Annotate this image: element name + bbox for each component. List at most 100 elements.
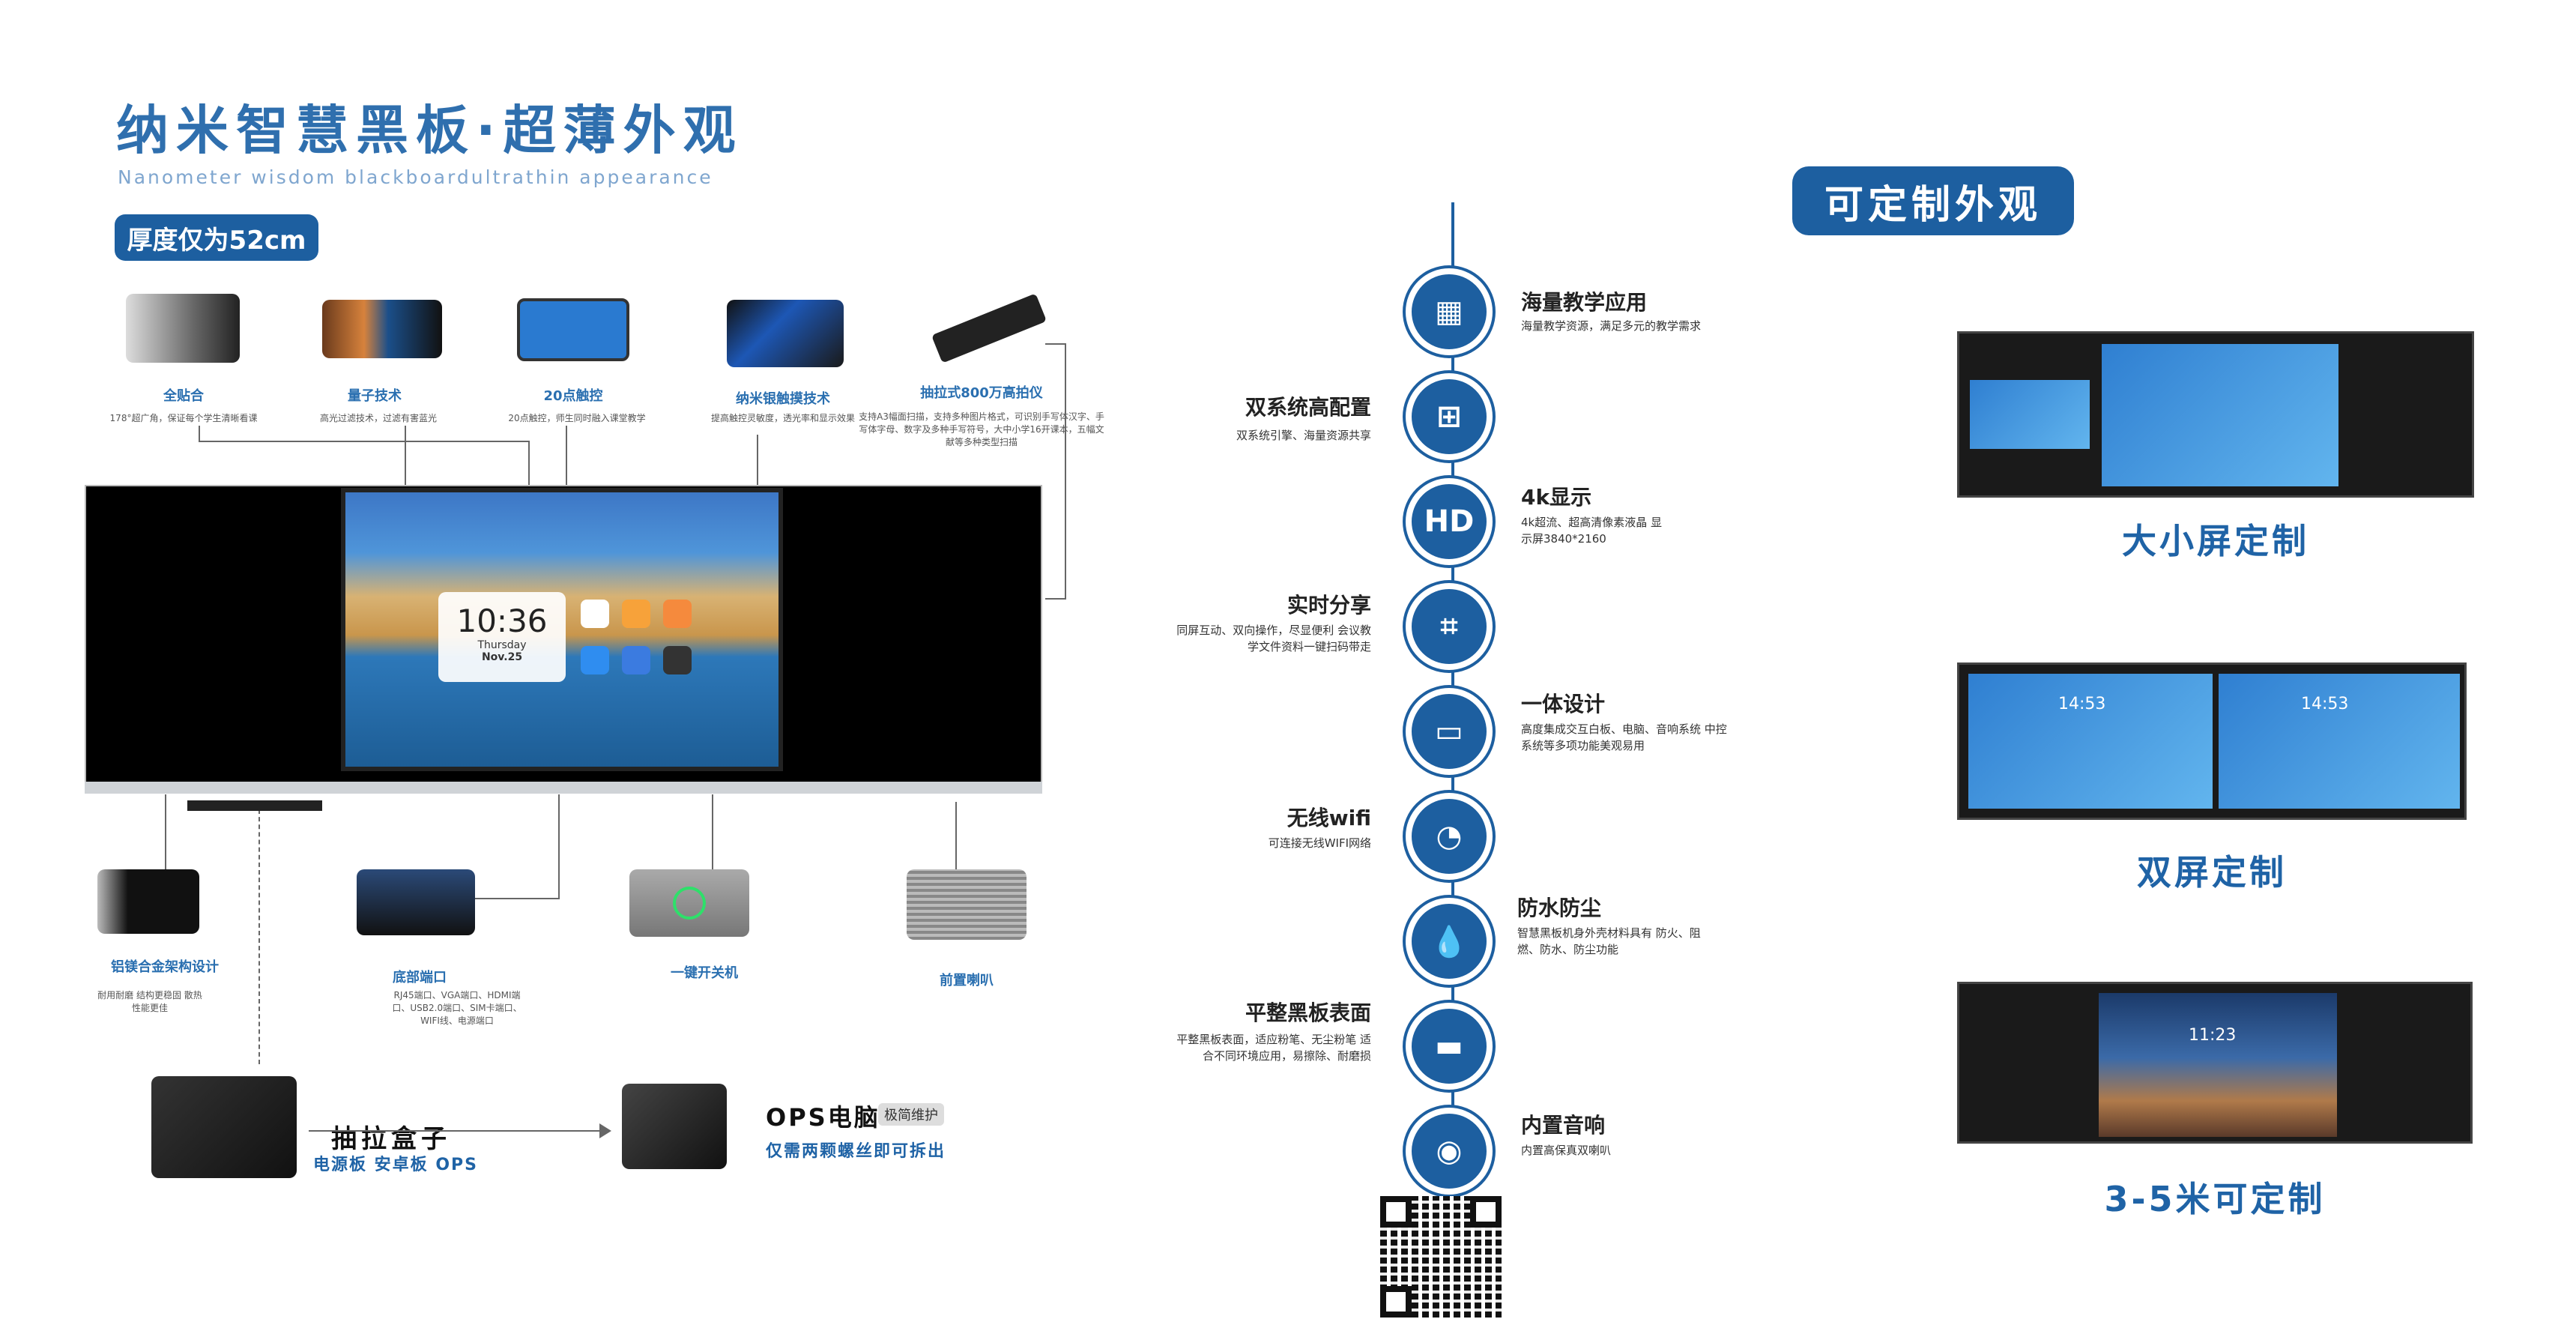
center-feature-title: 实时分享: [1287, 593, 1371, 618]
center-feature-title: 无线wifi: [1287, 806, 1371, 830]
app-tile[interactable]: [622, 600, 650, 628]
dual-os-icon: ⊞: [1406, 373, 1493, 460]
touch-20-image: [517, 298, 629, 361]
center-feature-title: 海量教学应用: [1521, 290, 1648, 315]
apps-icon: ▦: [1406, 268, 1493, 355]
camera-arm-image: [931, 293, 1047, 363]
ops-title: OPS电脑: [766, 1103, 880, 1132]
app-tile[interactable]: [663, 600, 692, 628]
bottom-feature-label: 铝镁合金架构设计: [111, 959, 219, 975]
center-screen: 11:23: [2099, 993, 2337, 1137]
page-title: 纳米智慧黑板·超薄外观: [116, 100, 743, 161]
arrow-icon: [599, 1123, 611, 1138]
full-lamination-image: [126, 294, 240, 363]
bottom-feature-desc: RJ45端口、VGA端口、HDMI端口、USB2.0端口、SIM卡端口、WIFI…: [392, 990, 522, 1026]
bottom-feature-label: 前置喇叭: [940, 973, 994, 989]
hd-icon: HD: [1406, 478, 1493, 565]
nano-silver-image: [727, 300, 844, 367]
top-feature-desc: 提高触控灵敏度，透光率和显示效果: [710, 413, 855, 423]
connector-line: [258, 809, 261, 1064]
connector-line: [461, 898, 560, 899]
quantum-tech-image: [322, 300, 442, 358]
qr-code[interactable]: [1380, 1196, 1502, 1318]
connector-line: [309, 1130, 601, 1132]
center-feature-desc: 高度集成交互白板、电脑、音响系统 中控系统等多项功能美观易用: [1521, 722, 1727, 752]
bottom-feature-label: 一键开关机: [671, 965, 738, 981]
screen-time: 14:53: [2301, 695, 2349, 713]
app-tile[interactable]: [663, 646, 692, 674]
center-feature-desc: 智慧黑板机身外壳材料具有 防火、阻燃、防水、防尘功能: [1517, 926, 1701, 956]
ops-tag: 极简维护: [878, 1103, 944, 1126]
bottom-feature-desc: 耐用耐磨 结构更稳固 散热性能更佳: [97, 990, 202, 1013]
surface-icon: ▬: [1406, 1003, 1493, 1090]
thickness-badge: 厚度仅为52cm: [115, 214, 318, 261]
qr-finder: [1380, 1286, 1412, 1318]
center-feature-desc: 海量教学资源，满足多元的教学需求: [1521, 319, 1702, 333]
ops-computer-image: [622, 1084, 727, 1169]
clock-date: Nov.25: [481, 651, 523, 663]
connector-line: [1045, 598, 1066, 600]
clock-widget: 10:36 Thursday Nov.25: [438, 592, 566, 682]
drawer-desc: 电源板 安卓板 OPS: [313, 1156, 478, 1174]
clock-day: Thursday: [477, 639, 527, 651]
board-icon: ▭: [1406, 688, 1493, 775]
connector-line: [199, 441, 528, 442]
center-feature-desc: 可连接无线WIFI网络: [1268, 836, 1371, 850]
drawer-title: 抽拉盒子: [331, 1124, 451, 1154]
custom-badge: 可定制外观: [1792, 166, 2074, 235]
top-feature-label: 抽拉式800万高拍仪: [920, 385, 1043, 401]
small-screen: [1970, 380, 2090, 449]
top-feature-desc: 20点触控，师生同时融入课堂教学: [508, 413, 646, 423]
connector-line: [165, 794, 166, 869]
top-feature-desc: 支持A3幅面扫描，支持多种图片格式，可识别手写体汉字、手写体字母、数字及多种手写…: [859, 411, 1104, 447]
center-feature-title: 内置音响: [1521, 1113, 1606, 1138]
water-icon: 💧: [1406, 898, 1493, 985]
big-small-screen-board: [1957, 331, 2474, 498]
screen-time: 14:53: [2058, 695, 2106, 713]
center-feature-desc: 4k超流、超高清像素液晶 显示屏3840*2160: [1521, 516, 1662, 546]
wifi-icon: ◔: [1406, 793, 1493, 880]
ops-desc: 仅需两颗螺丝即可拆出: [766, 1142, 946, 1161]
center-feature-desc: 平整黑板表面，适应粉笔、无尘粉笔 适合不同环境应用，易擦除、耐磨损: [1176, 1033, 1371, 1063]
qr-icon: ⌗: [1406, 583, 1493, 670]
center-feature-title: 双系统高配置: [1245, 395, 1371, 420]
top-feature-desc: 178°超广角，保证每个学生清晰看课: [109, 413, 258, 423]
clock-time: 10:36: [456, 603, 548, 639]
top-feature-desc: 高光过滤技术，过滤有害蓝光: [319, 413, 437, 423]
custom-option-label: 大小屏定制: [2122, 521, 2309, 561]
ports-image: [357, 869, 475, 935]
power-button-image[interactable]: [629, 869, 749, 937]
qr-finder: [1470, 1196, 1502, 1228]
connector-line: [558, 794, 560, 899]
connector-line: [955, 802, 957, 884]
power-icon: [673, 887, 706, 920]
custom-option-label: 双屏定制: [2137, 852, 2287, 893]
connector-line: [757, 435, 758, 486]
drawer-box-image: [151, 1076, 297, 1178]
large-screen: [2102, 344, 2338, 486]
center-feature-title: 防水防尘: [1517, 896, 1602, 920]
speaker-image: [907, 869, 1027, 940]
app-tile[interactable]: [622, 646, 650, 674]
drawer-rail: [187, 800, 322, 811]
right-screen: 14:53: [2219, 674, 2460, 809]
qr-finder: [1380, 1196, 1412, 1228]
screen-time: 11:23: [2189, 1026, 2237, 1045]
left-screen: 14:53: [1968, 674, 2213, 809]
page-subtitle: Nanometer wisdom blackboardultrathin app…: [118, 166, 713, 188]
board-tray: [85, 782, 1042, 794]
center-feature-title: 一体设计: [1521, 692, 1606, 716]
long-board: 11:23: [1957, 982, 2473, 1144]
connector-line: [1045, 343, 1066, 345]
custom-option-label: 3-5米可定制: [2104, 1179, 2326, 1219]
connector-line: [1065, 343, 1066, 598]
bottom-feature-label: 底部端口: [393, 970, 447, 986]
connector-line: [566, 426, 567, 486]
top-feature-label: 20点触控: [543, 388, 603, 404]
app-tile[interactable]: [581, 600, 609, 628]
connector-line: [405, 426, 406, 486]
center-feature-desc: 同屏互动、双向操作，尽显便利 会议教学文件资料一键扫码带走: [1176, 624, 1371, 654]
app-tile[interactable]: [581, 646, 609, 674]
connector-line: [712, 794, 713, 884]
connector-line: [199, 426, 200, 441]
